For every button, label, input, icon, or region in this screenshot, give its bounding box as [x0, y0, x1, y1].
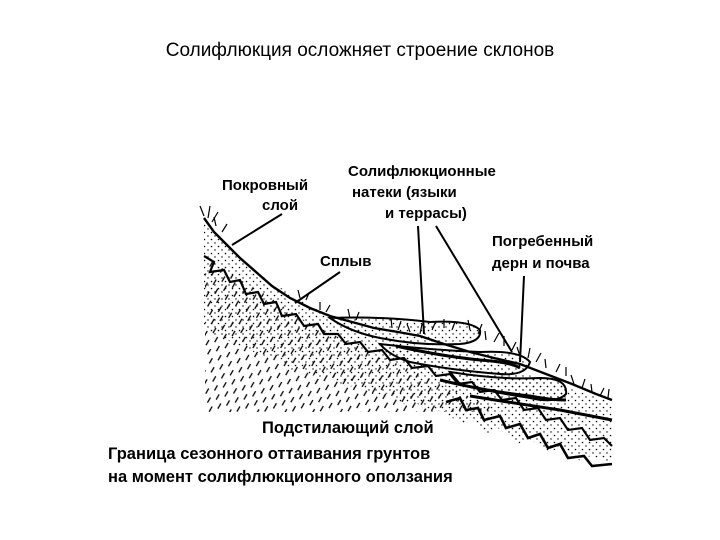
lower-boundary-line	[445, 396, 613, 468]
slide-title: Солифлюкция осложняет строение склонов	[165, 40, 555, 61]
solifluction-tongue-upper	[326, 316, 482, 346]
label-slump: Сплыв	[320, 253, 371, 270]
grass-tufts	[199, 205, 610, 399]
label-solifluction-3: и террасы)	[385, 205, 467, 222]
label-thaw-boundary-2: на момент солифлюкционного оползания	[108, 468, 453, 486]
label-thaw-boundary-1: Граница сезонного оттаивания грунтов	[108, 445, 430, 463]
label-solifluction-1: Солифлюкционные	[348, 163, 496, 180]
label-buried-turf-2: дерн и почва	[492, 255, 590, 272]
buried-turf-line	[395, 344, 613, 422]
thaw-boundary-line	[203, 255, 613, 447]
leader-lines	[231, 213, 525, 363]
label-cover-layer-1: Покровный	[222, 177, 308, 194]
label-underlying-layer: Подстилающий слой	[262, 419, 434, 437]
label-cover-layer-2: слой	[262, 197, 298, 214]
label-buried-turf-1: Погребенный	[492, 233, 593, 250]
label-solifluction-2: натеки (языки	[352, 184, 457, 201]
